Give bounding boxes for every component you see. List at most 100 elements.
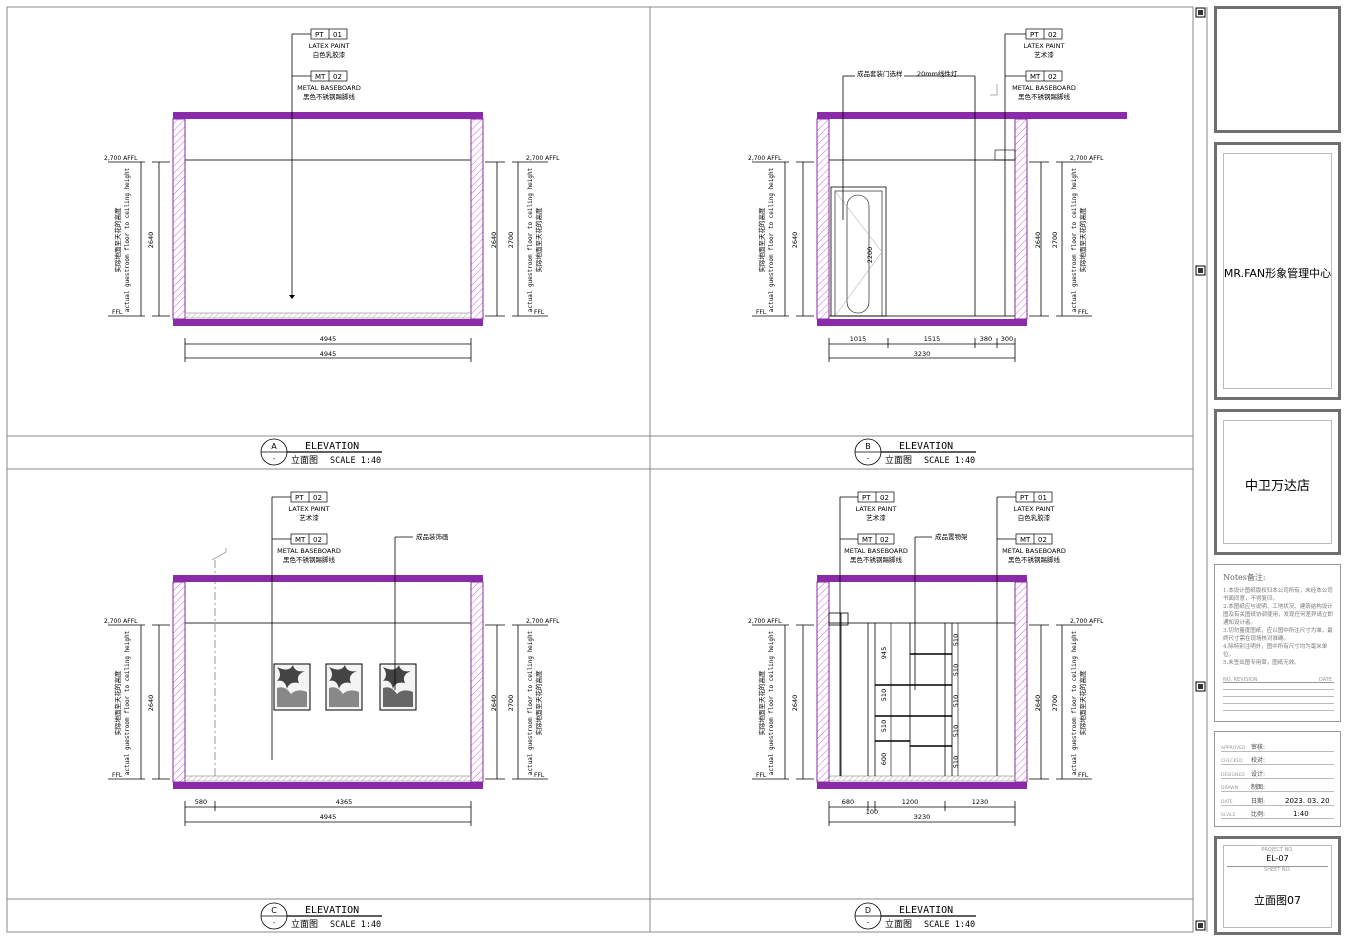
artwork-frame xyxy=(325,663,363,711)
tag-en: LATEX PAINT xyxy=(855,505,896,513)
title-block-project-box: MR.FAN形象管理中心 xyxy=(1214,142,1341,400)
dim-shelf: 600 xyxy=(880,753,888,765)
panel-caption: 立面图 xyxy=(291,918,318,930)
height-note-cn: 实际地面至天花的高度 xyxy=(757,207,766,273)
note-deco: 成品装饰画 xyxy=(416,532,449,541)
panel-sub: - xyxy=(867,919,870,927)
panel-title-b: B - ELEVATION 立面图 SCALE 1:40 xyxy=(854,438,976,466)
height-note-en: actual guestroom floor to ceiling height xyxy=(124,630,131,775)
height-note-en: actual guestroom floor to ceiling height xyxy=(1071,630,1078,775)
dim-segment: 1200 xyxy=(902,798,919,806)
dim-segment: 680 xyxy=(842,798,854,806)
level-ffl-label: FFL xyxy=(534,309,545,316)
dim-total: 3230 xyxy=(914,350,931,358)
panel-scale: SCALE 1:40 xyxy=(330,920,381,930)
artwork-frame xyxy=(379,663,417,711)
tag-cn: 黑色不锈钢踢脚线 xyxy=(1008,555,1061,564)
panel-title-c: C - ELEVATION 立面图 SCALE 1:40 xyxy=(260,902,382,930)
dim-2640: 2640 xyxy=(791,232,799,249)
signoff-en: DRAWN xyxy=(1221,786,1239,791)
height-note-cn: 实际地面至天花的高度 xyxy=(113,207,122,273)
tag-code: MT xyxy=(315,73,326,81)
sheet-no-label: SHEET NO. xyxy=(1264,867,1291,873)
tag-code: MT xyxy=(862,536,873,544)
height-note-en: actual guestroom floor to ceiling height xyxy=(768,630,775,775)
tag-cn: 艺术漆 xyxy=(866,513,886,522)
elevation-c xyxy=(108,496,548,826)
level-top-label: 2,700 AFFL xyxy=(748,155,782,162)
dim-2640: 2640 xyxy=(490,695,498,712)
revision-label: NO. REVISION xyxy=(1223,677,1258,683)
notes-title: Notes备注: xyxy=(1223,573,1266,582)
level-top-label: 2,700 AFFL xyxy=(748,618,782,625)
tag-num: 01 xyxy=(1038,494,1047,502)
dim-total: 3230 xyxy=(914,813,931,821)
tag-cn: 艺术漆 xyxy=(1034,50,1054,59)
sheet-code: EL-07 xyxy=(1266,854,1289,863)
title-block-logo-box xyxy=(1214,6,1341,133)
level-top-label: 2,700 AFFL xyxy=(104,618,138,625)
signoff-row: SCALE 比例: 1:40 xyxy=(1221,806,1334,819)
title-block-notes-box: Notes备注: 1.本设计图纸版权归本公司所有，未经本公司书面同意，不得复印。… xyxy=(1214,564,1341,722)
level-ffl-label: FFL xyxy=(756,772,767,779)
dim-shelf: 510 xyxy=(880,720,888,732)
dim-2700: 2700 xyxy=(507,232,515,249)
note-line: 3.切勿量度图纸，应以图中所注尺寸为准，最终尺寸需在现场核对准确。 xyxy=(1223,628,1333,642)
title-block-sheet-box: PROJECT NO. EL-07 SHEET NO. 立面图07 xyxy=(1214,836,1341,935)
signoff-en: APPROVED xyxy=(1221,745,1246,751)
level-ffl-label: FFL xyxy=(112,772,123,779)
dim-2640: 2640 xyxy=(147,695,155,712)
panel-letter: D xyxy=(865,906,871,915)
height-note-en: actual guestroom floor to ceiling height xyxy=(527,630,534,775)
signoff-row: DESIGNED 设计: xyxy=(1221,765,1334,779)
tag-code: PT xyxy=(1030,31,1039,39)
tag-cn: 白色乳胶漆 xyxy=(313,50,346,59)
level-ffl-label: FFL xyxy=(1078,309,1089,316)
dim-segment: 1515 xyxy=(924,335,941,343)
panel-title: ELEVATION xyxy=(899,905,953,916)
project-name: MR.FAN形象管理中心 xyxy=(1223,267,1332,280)
tag-en: METAL BASEBOARD xyxy=(844,547,908,555)
panel-caption: 立面图 xyxy=(885,454,912,466)
level-top-label: 2,700 AFFL xyxy=(1070,155,1104,162)
tag-en: METAL BASEBOARD xyxy=(297,84,361,92)
panel-scale: SCALE 1:40 xyxy=(330,456,381,466)
dim-2640: 2640 xyxy=(791,695,799,712)
signoff-en: DESIGNED xyxy=(1221,772,1245,778)
level-top-label: 2,700 AFFL xyxy=(1070,618,1104,625)
tag-num: 02 xyxy=(1048,73,1057,81)
panel-title-a: A - ELEVATION 立面图 SCALE 1:40 xyxy=(260,438,382,466)
tag-en: METAL BASEBOARD xyxy=(277,547,341,555)
dim-segment: 580 xyxy=(195,798,207,806)
tag-code: MT xyxy=(295,536,306,544)
tag-cn: 黑色不锈钢踢脚线 xyxy=(850,555,903,564)
sheet-title: 立面图07 xyxy=(1254,894,1301,907)
title-block-signoff-box: APPROVED 审核: CHECKED 校对: DESIGNED 设计: DR… xyxy=(1214,731,1341,827)
signoff-en: CHECKED xyxy=(1221,759,1243,764)
dim-segment: 1015 xyxy=(850,335,867,343)
dim-2700: 2700 xyxy=(1051,232,1059,249)
dim-segment: 380 xyxy=(980,335,992,343)
panel-scale: SCALE 1:40 xyxy=(924,920,975,930)
panel-sub: - xyxy=(273,455,276,463)
tag-num: 02 xyxy=(313,494,322,502)
height-note-cn: 实际地面至天花的高度 xyxy=(757,670,766,736)
panel-caption: 立面图 xyxy=(291,454,318,466)
note-shelf: 成品置物架 xyxy=(935,532,968,541)
store-name: 中卫万达店 xyxy=(1244,479,1310,494)
artwork-frame xyxy=(273,663,311,711)
dim-2640: 2640 xyxy=(1034,232,1042,249)
note-light: 20mm线性灯 xyxy=(917,69,958,78)
dim-total: 4945 xyxy=(320,813,337,821)
height-note-cn: 实际地面至天花的高度 xyxy=(1078,207,1087,273)
tag-cn: 黑色不锈钢踢脚线 xyxy=(303,92,356,101)
signoff-val: 1:40 xyxy=(1293,810,1309,818)
level-ffl-label: FFL xyxy=(112,309,123,316)
tag-en: METAL BASEBOARD xyxy=(1002,547,1066,555)
dim-segment: 4365 xyxy=(336,798,353,806)
height-note-cn: 实际地面至天花的高度 xyxy=(534,207,543,273)
tag-num: 02 xyxy=(313,536,322,544)
signoff-rows: APPROVED 审核: CHECKED 校对: DESIGNED 设计: DR… xyxy=(1221,738,1334,819)
note-line: 2.本图纸应与说明、工地状况、建筑结构设计图及有关图纸协调使用，发现任何差异请立… xyxy=(1223,604,1334,626)
